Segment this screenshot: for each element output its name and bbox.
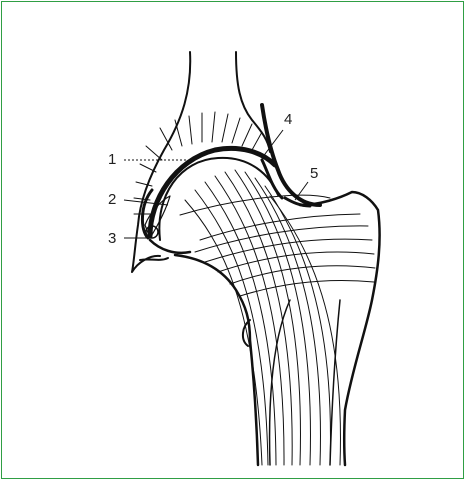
label-2: 2 [108,192,116,207]
label-4: 4 [284,112,292,127]
pelvis-outline [132,52,190,272]
femoral-neck-lower [175,255,258,465]
label-5-leader [295,182,308,200]
label-1: 1 [108,152,116,167]
label-3: 3 [108,231,116,246]
pelvis-outline-right [236,52,270,152]
label-5: 5 [310,166,318,181]
greater-trochanter [300,192,380,465]
